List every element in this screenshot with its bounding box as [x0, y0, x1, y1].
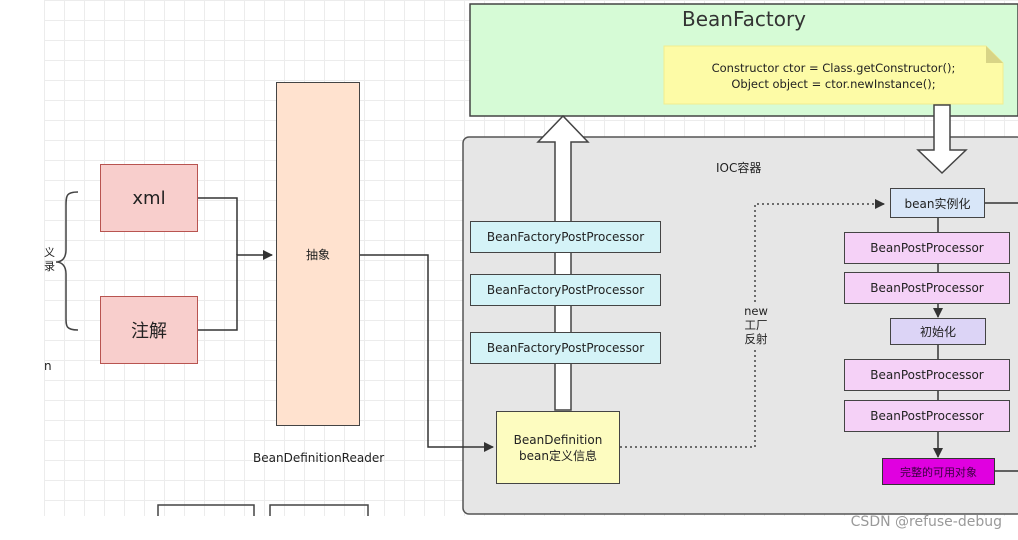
factory-post-processor-label: BeanFactoryPostProcessor — [486, 283, 645, 297]
abstract-to-bean-definition-arrow — [360, 254, 494, 452]
abstract-box: 抽象 — [276, 82, 360, 426]
factory-post-processor-2: BeanFactoryPostProcessor — [470, 274, 661, 306]
watermark: CSDN @refuse-debug — [850, 514, 1002, 530]
xml-connector — [198, 197, 238, 255]
complete-object-label: 完整的可用对象 — [900, 465, 977, 479]
bean-definition-line-2: bean定义信息 — [519, 448, 597, 463]
bottom-partial-box-2 — [269, 504, 369, 516]
initialize-label: 初始化 — [919, 325, 956, 339]
xml-source-box: xml — [100, 164, 198, 232]
bean-post-processor-2: BeanPostProcessor — [844, 272, 1010, 304]
edge-fragment-lower: 录 — [44, 260, 55, 273]
factory-post-processor-1: BeanFactoryPostProcessor — [470, 221, 661, 253]
edge-fragment-bottom: n — [44, 359, 52, 373]
factory-label: 工厂 — [744, 318, 768, 332]
note-fold — [986, 46, 1003, 63]
hollow-up-arrow — [536, 114, 590, 411]
bean-factory-note — [663, 45, 1004, 105]
factory-post-processor-3: BeanFactoryPostProcessor — [470, 332, 661, 364]
bean-factory-note-text: Constructor ctor = Class.getConstructor(… — [664, 56, 1003, 96]
hollow-down-arrow — [916, 104, 968, 175]
xml-label: xml — [132, 187, 166, 209]
factory-post-processor-label: BeanFactoryPostProcessor — [486, 230, 645, 244]
bean-post-processor-4: BeanPostProcessor — [844, 400, 1010, 432]
new-label: new — [744, 304, 768, 318]
bean-post-processor-label: BeanPostProcessor — [870, 409, 984, 423]
bean-post-processor-1: BeanPostProcessor — [844, 232, 1010, 264]
left-brace — [55, 191, 79, 331]
bean-definition-line-1: BeanDefinition — [513, 432, 603, 447]
bean-instantiate-label: bean实例化 — [904, 196, 971, 211]
ioc-container-label: IOC容器 — [716, 161, 762, 175]
factory-post-processor-label: BeanFactoryPostProcessor — [486, 341, 645, 355]
annotation-label: 注解 — [131, 321, 167, 342]
reader-label: BeanDefinitionReader — [253, 451, 385, 465]
bean-post-processor-label: BeanPostProcessor — [870, 281, 984, 295]
reflect-label: 反射 — [744, 332, 768, 346]
bean-instantiate-box: bean实例化 — [890, 188, 985, 218]
edge-fragment-upper: 义 — [44, 246, 55, 259]
complete-object-box: 完整的可用对象 — [882, 458, 995, 485]
annotation-source-box: 注解 — [100, 296, 198, 364]
bottom-partial-box-1 — [157, 504, 255, 516]
bean-definition-box: BeanDefinition bean定义信息 — [496, 411, 620, 484]
bean-post-processor-3: BeanPostProcessor — [844, 359, 1010, 391]
note-line-2: Object object = ctor.newInstance(); — [731, 77, 936, 91]
abstract-label: 抽象 — [305, 247, 330, 262]
note-line-1: Constructor ctor = Class.getConstructor(… — [711, 61, 956, 75]
initialize-box: 初始化 — [890, 318, 986, 345]
annotation-connector — [198, 250, 273, 331]
bean-post-processor-label: BeanPostProcessor — [870, 241, 984, 255]
bean-factory-title: BeanFactory — [682, 7, 807, 31]
bean-post-processor-label: BeanPostProcessor — [870, 368, 984, 382]
new-reflect-label: new 工厂 反射 — [738, 302, 774, 348]
